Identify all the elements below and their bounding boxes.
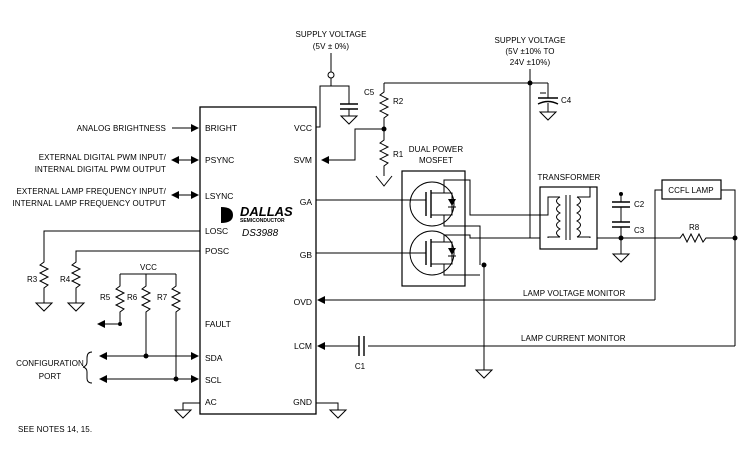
- r5-label: R5: [100, 293, 111, 302]
- pin-bright: BRIGHT: [205, 123, 237, 133]
- ccfl-lamp-label: CCFL LAMP: [668, 186, 714, 195]
- pin-gb: GB: [300, 250, 313, 260]
- analog-brightness-label: ANALOG BRIGHTNESS: [77, 124, 166, 133]
- pin-vcc: VCC: [294, 123, 312, 133]
- resistor-r3: [34, 230, 200, 312]
- pin-ac: AC: [205, 397, 217, 407]
- resistor-r5: [114, 274, 126, 326]
- mosfet-label-2: MOSFET: [419, 156, 453, 165]
- mosfet-label-1: DUAL POWER: [409, 145, 464, 154]
- pin-ovd: OVD: [294, 297, 312, 307]
- r2-label: R2: [393, 97, 404, 106]
- svg-text:DALLAS: DALLAS: [240, 204, 293, 219]
- mosfet-b: [409, 230, 456, 276]
- resistor-r6: [140, 274, 152, 359]
- capacitor-c5: [339, 103, 359, 125]
- transformer-block: [539, 186, 598, 250]
- lamp-current-monitor-label: LAMP CURRENT MONITOR: [521, 334, 626, 343]
- transformer-label: TRANSFORMER: [538, 173, 601, 182]
- pin-lsync: LSYNC: [205, 191, 233, 201]
- config-port-label-2: PORT: [39, 372, 61, 381]
- supply-5v-label-1: SUPPLY VOLTAGE: [295, 30, 366, 39]
- pin-sda: SDA: [205, 353, 223, 363]
- pin-posc: POSC: [205, 246, 229, 256]
- pin-scl: SCL: [205, 375, 222, 385]
- resistor-r2: [378, 83, 390, 129]
- capacitor-c3: [612, 221, 630, 238]
- capacitor-c4: [537, 92, 559, 121]
- pin-psync: PSYNC: [205, 155, 234, 165]
- freq-input-label: EXTERNAL LAMP FREQUENCY INPUT/: [16, 187, 166, 196]
- c1-label: C1: [355, 362, 366, 371]
- pin-fault: FAULT: [205, 319, 231, 329]
- pin-lcm: LCM: [294, 341, 312, 351]
- resistor-r1: [375, 129, 393, 187]
- supply-24v-label-3: 24V ±10%): [510, 58, 551, 67]
- r7-label: R7: [157, 293, 168, 302]
- pin-ga: GA: [300, 197, 313, 207]
- c3-label: C3: [634, 226, 645, 235]
- r1-label: R1: [393, 150, 404, 159]
- c4-label: C4: [561, 96, 572, 105]
- pin-gnd: GND: [293, 397, 312, 407]
- pwm-input-label: EXTERNAL DIGITAL PWM INPUT/: [39, 153, 167, 162]
- resistor-r8: [672, 232, 735, 244]
- r3-label: R3: [27, 275, 38, 284]
- transformer-windings: [530, 187, 591, 240]
- capacitor-c2: [612, 192, 630, 222]
- mosfet-a: [409, 181, 456, 227]
- supply-5v-node: [319, 53, 350, 123]
- r6-label: R6: [127, 293, 138, 302]
- svg-text:SEMICONDUCTOR: SEMICONDUCTOR: [240, 218, 285, 224]
- notes-label: SEE NOTES 14, 15.: [18, 425, 92, 434]
- resistor-r7: [170, 274, 182, 382]
- supply-5v-label-2: (5V ± 0%): [313, 42, 350, 51]
- pin-losc: LOSC: [205, 226, 228, 236]
- c5-label: C5: [364, 88, 375, 97]
- r4-label: R4: [60, 275, 71, 284]
- supply-24v-label-1: SUPPLY VOLTAGE: [494, 36, 565, 45]
- vcc-label: VCC: [140, 263, 157, 272]
- supply-24v-label-2: (5V ±10% TO: [505, 47, 554, 56]
- c2-label: C2: [634, 200, 645, 209]
- ds3988-chip: [199, 106, 317, 415]
- pwm-output-label: INTERNAL DIGITAL PWM OUTPUT: [35, 165, 166, 174]
- lamp-voltage-monitor-label: LAMP VOLTAGE MONITOR: [523, 289, 625, 298]
- pin-svm: SVM: [294, 155, 312, 165]
- supply-24v-node: [384, 69, 549, 238]
- config-port-label-1: CONFIGURATION: [16, 359, 84, 368]
- dallas-logo: DALLAS SEMICONDUCTOR: [221, 204, 293, 224]
- dual-mosfet-block: [401, 170, 466, 287]
- r8-label: R8: [689, 223, 700, 232]
- resistor-r4: [66, 250, 200, 312]
- part-number: DS3988: [242, 228, 279, 239]
- freq-output-label: INTERNAL LAMP FREQUENCY OUTPUT: [12, 199, 166, 208]
